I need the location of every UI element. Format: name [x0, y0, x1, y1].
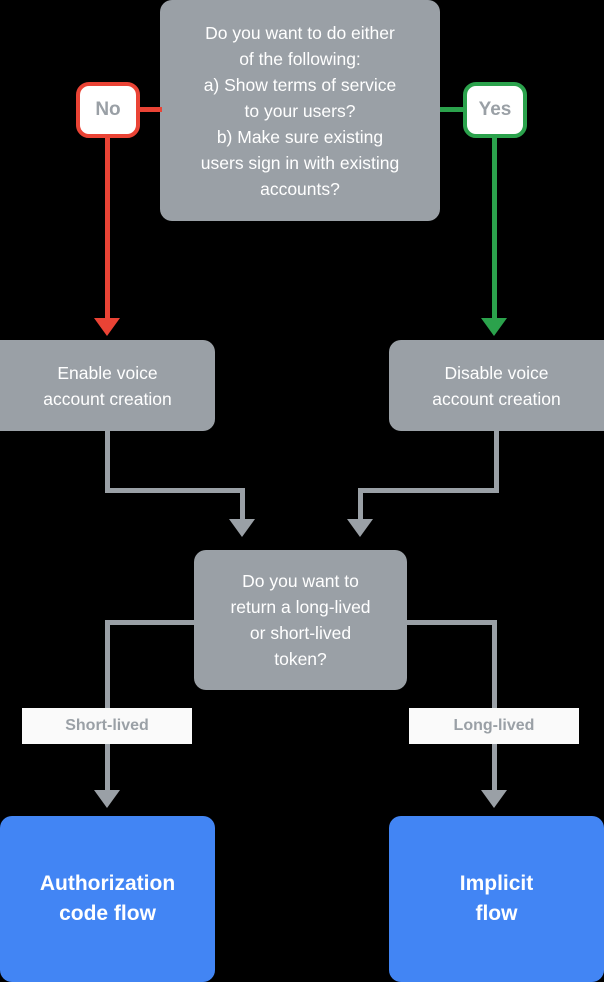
edge-no-horizontal-stub	[138, 107, 162, 112]
process-node-disable-voice-account-creation-label: Disable voice account creation	[432, 362, 561, 409]
edge-yes-arrowhead	[481, 318, 507, 336]
edge-short-lived-horizontal	[105, 620, 199, 625]
result-node-authorization-code-flow-label: Authorization code flow	[39, 872, 176, 925]
badge-yes: Yes	[463, 82, 527, 138]
edge-disable-arrowhead	[347, 519, 373, 537]
edge-enable-vertical-b	[240, 488, 245, 523]
badge-no: No	[76, 82, 140, 138]
edge-no-arrowhead	[94, 318, 120, 336]
edge-yes-vertical	[492, 136, 497, 326]
edge-label-short-lived: Short-lived	[22, 708, 192, 744]
process-node-enable-voice-account-creation: Enable voice account creation	[0, 340, 215, 431]
edge-label-long-lived: Long-lived	[409, 708, 579, 744]
edge-enable-arrowhead	[229, 519, 255, 537]
edge-long-lived-arrowhead	[481, 790, 507, 808]
decision-node-token-lifetime: Do you want to return a long-lived or sh…	[194, 550, 407, 690]
edge-long-lived-horizontal	[402, 620, 494, 625]
badge-no-label: No	[95, 99, 121, 120]
edge-short-lived-arrowhead	[94, 790, 120, 808]
decision-node-token-lifetime-label: Do you want to return a long-lived or sh…	[230, 571, 371, 669]
edge-label-short-lived-text: Short-lived	[65, 717, 149, 734]
process-node-disable-voice-account-creation: Disable voice account creation	[389, 340, 604, 431]
edge-enable-vertical-a	[105, 431, 110, 493]
result-node-authorization-code-flow: Authorization code flow	[0, 816, 215, 982]
edge-no-vertical	[105, 136, 110, 326]
edge-disable-vertical-a	[494, 431, 499, 493]
result-node-implicit-flow: Implicit flow	[389, 816, 604, 982]
edge-disable-horizontal	[358, 488, 499, 493]
edge-disable-vertical-b	[358, 488, 363, 523]
decision-node-terms-or-existing-users: Do you want to do either of the followin…	[160, 0, 440, 221]
badge-yes-label: Yes	[478, 99, 512, 120]
edge-label-long-lived-text: Long-lived	[453, 717, 535, 734]
decision-node-terms-or-existing-users-label: Do you want to do either of the followin…	[200, 22, 400, 199]
result-node-implicit-flow-label: Implicit flow	[459, 872, 534, 925]
edge-enable-horizontal	[105, 488, 245, 493]
process-node-enable-voice-account-creation-label: Enable voice account creation	[43, 362, 172, 409]
edge-yes-horizontal-stub	[440, 107, 464, 112]
